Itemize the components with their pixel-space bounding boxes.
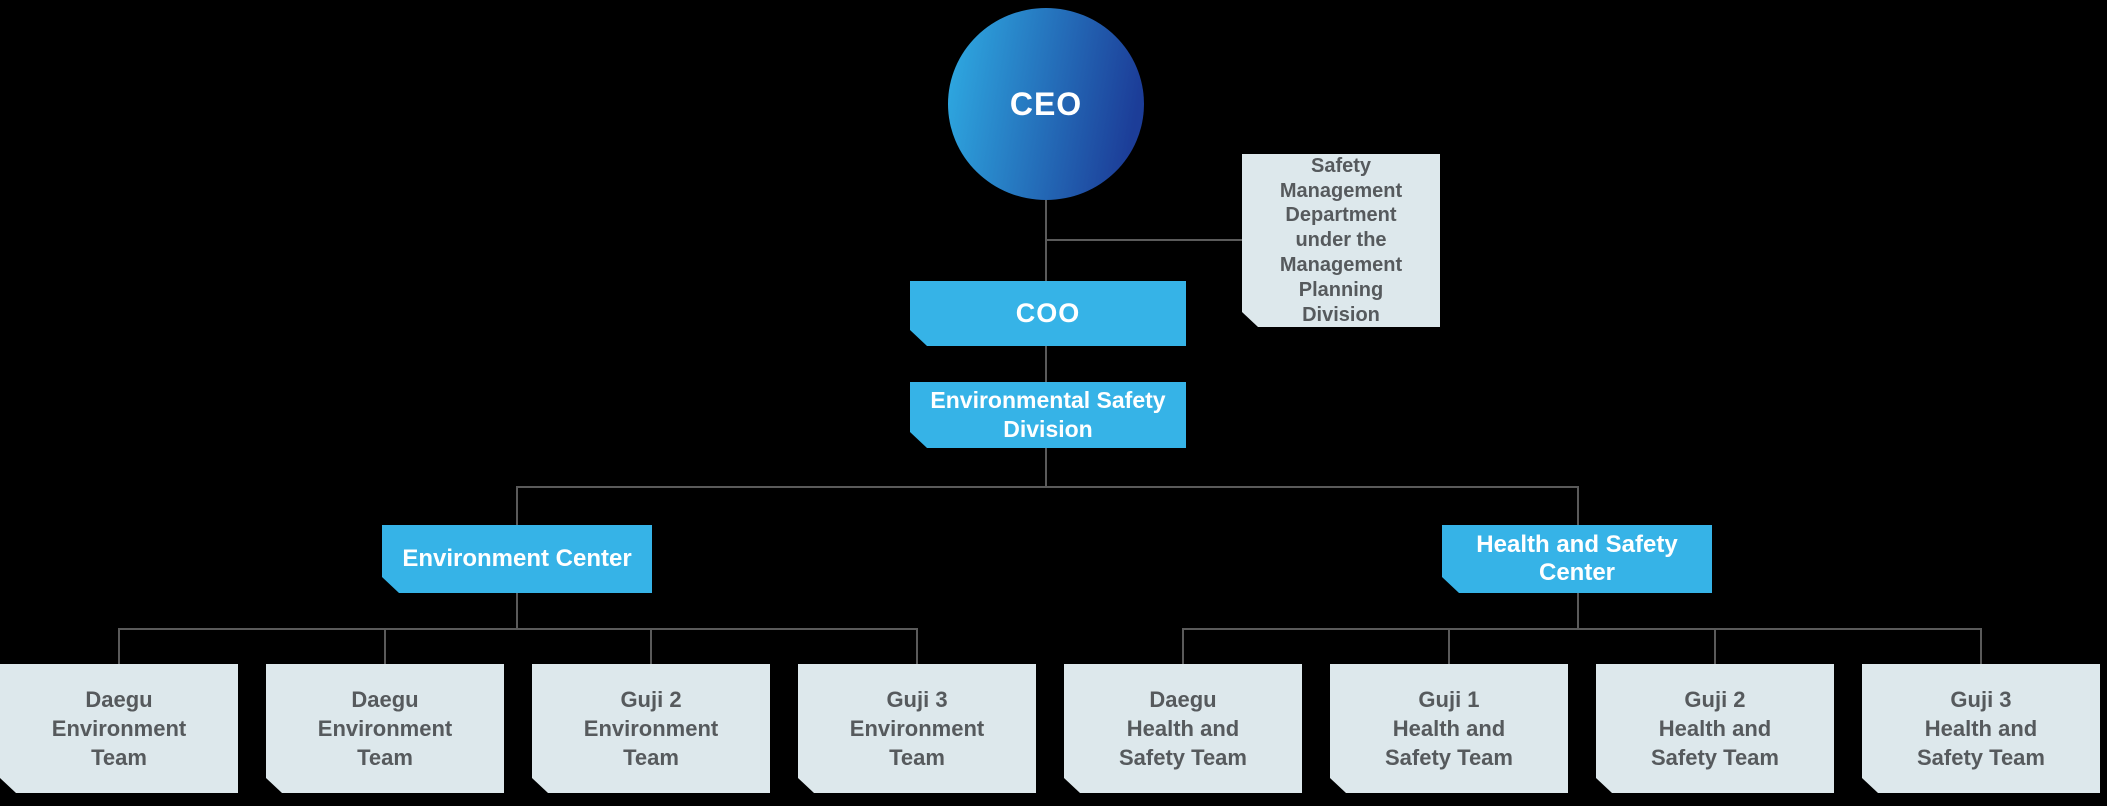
connector-line xyxy=(1045,346,1047,382)
connector-line xyxy=(118,628,120,664)
health-safety-center-node: Health and Safety Center xyxy=(1442,525,1712,593)
connector-line xyxy=(1980,628,1982,664)
team-node-guji2-environment: Guji 2 Environment Team xyxy=(532,664,770,793)
environment-center-node: Environment Center xyxy=(382,525,652,593)
connector-line xyxy=(1182,628,1982,630)
connector-line xyxy=(1577,486,1579,525)
ceo-node: CEO xyxy=(948,8,1144,200)
connector-line xyxy=(1182,628,1184,664)
connector-line xyxy=(1045,239,1242,241)
safety-management-note: Safety Management Department under the M… xyxy=(1242,154,1440,327)
connector-line xyxy=(916,628,918,664)
environmental-safety-division-node: Environmental Safety Division xyxy=(910,382,1186,448)
connector-line xyxy=(516,486,518,525)
connector-line xyxy=(118,628,918,630)
connector-line xyxy=(1577,593,1579,629)
team-node-daegu-health-safety: Daegu Health and Safety Team xyxy=(1064,664,1302,793)
team-node-daegu-environment: Daegu Environment Team xyxy=(0,664,238,793)
team-node-guji3-health-safety: Guji 3 Health and Safety Team xyxy=(1862,664,2100,793)
connector-line xyxy=(1448,628,1450,664)
connector-line xyxy=(1714,628,1716,664)
team-node-daegu-environment-2: Daegu Environment Team xyxy=(266,664,504,793)
connector-line xyxy=(516,486,1579,488)
team-node-guji3-environment: Guji 3 Environment Team xyxy=(798,664,1036,793)
connector-line xyxy=(516,593,518,629)
team-node-guji2-health-safety: Guji 2 Health and Safety Team xyxy=(1596,664,1834,793)
coo-node: COO xyxy=(910,281,1186,346)
connector-line xyxy=(1045,448,1047,488)
connector-line xyxy=(384,628,386,664)
team-node-guji1-health-safety: Guji 1 Health and Safety Team xyxy=(1330,664,1568,793)
connector-line xyxy=(650,628,652,664)
